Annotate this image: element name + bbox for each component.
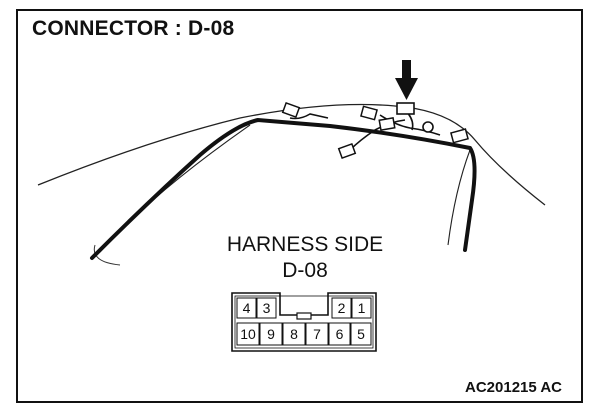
connector-housing-inner — [234, 295, 374, 349]
pin-cell — [256, 297, 277, 319]
pin-cell — [350, 322, 372, 346]
pin-cell — [305, 322, 329, 346]
pin-label: 3 — [263, 300, 271, 316]
pin-cell — [351, 297, 372, 319]
connector-block — [378, 116, 396, 132]
pin-label: 4 — [243, 300, 251, 316]
pin-label: 9 — [267, 326, 275, 342]
pin-label: 1 — [358, 300, 366, 316]
harness-connector-id: D-08 — [282, 259, 328, 282]
connector-block — [281, 101, 301, 119]
harness-branch — [289, 113, 329, 120]
pin-cell — [282, 322, 306, 346]
pin-cell — [236, 322, 260, 346]
pin-cell — [236, 297, 257, 319]
figure-code: AC201215 AC — [465, 379, 562, 396]
harness-side-label: HARNESS SIDE D-08 — [200, 232, 410, 284]
body-outline-lower — [447, 149, 471, 246]
pin-cell — [331, 297, 352, 319]
pin-label: 6 — [336, 326, 344, 342]
connector-block — [360, 105, 378, 121]
pin-label: 5 — [357, 326, 365, 342]
diagram-title: CONNECTOR : D-08 — [32, 17, 235, 40]
down-arrow-icon — [395, 60, 418, 100]
pin-label: 8 — [290, 326, 298, 342]
connector-block — [337, 142, 357, 160]
pin-cell — [259, 322, 283, 346]
connector-face: 4 3 2 1 10 9 8 7 6 5 — [231, 292, 377, 352]
pin-label: 2 — [338, 300, 346, 316]
hood-line — [93, 244, 121, 266]
harness-branch — [349, 119, 406, 151]
pin-label: 7 — [313, 326, 321, 342]
harness-side-text: HARNESS SIDE — [226, 233, 384, 256]
connector-block — [450, 128, 469, 144]
pin-cell — [328, 322, 351, 346]
roof-harness-wire — [90, 117, 477, 260]
pin-label: 10 — [240, 326, 256, 342]
clip-ring — [422, 121, 434, 133]
body-outline — [37, 103, 546, 206]
lock-tab — [296, 312, 312, 320]
connector-block — [396, 102, 415, 115]
